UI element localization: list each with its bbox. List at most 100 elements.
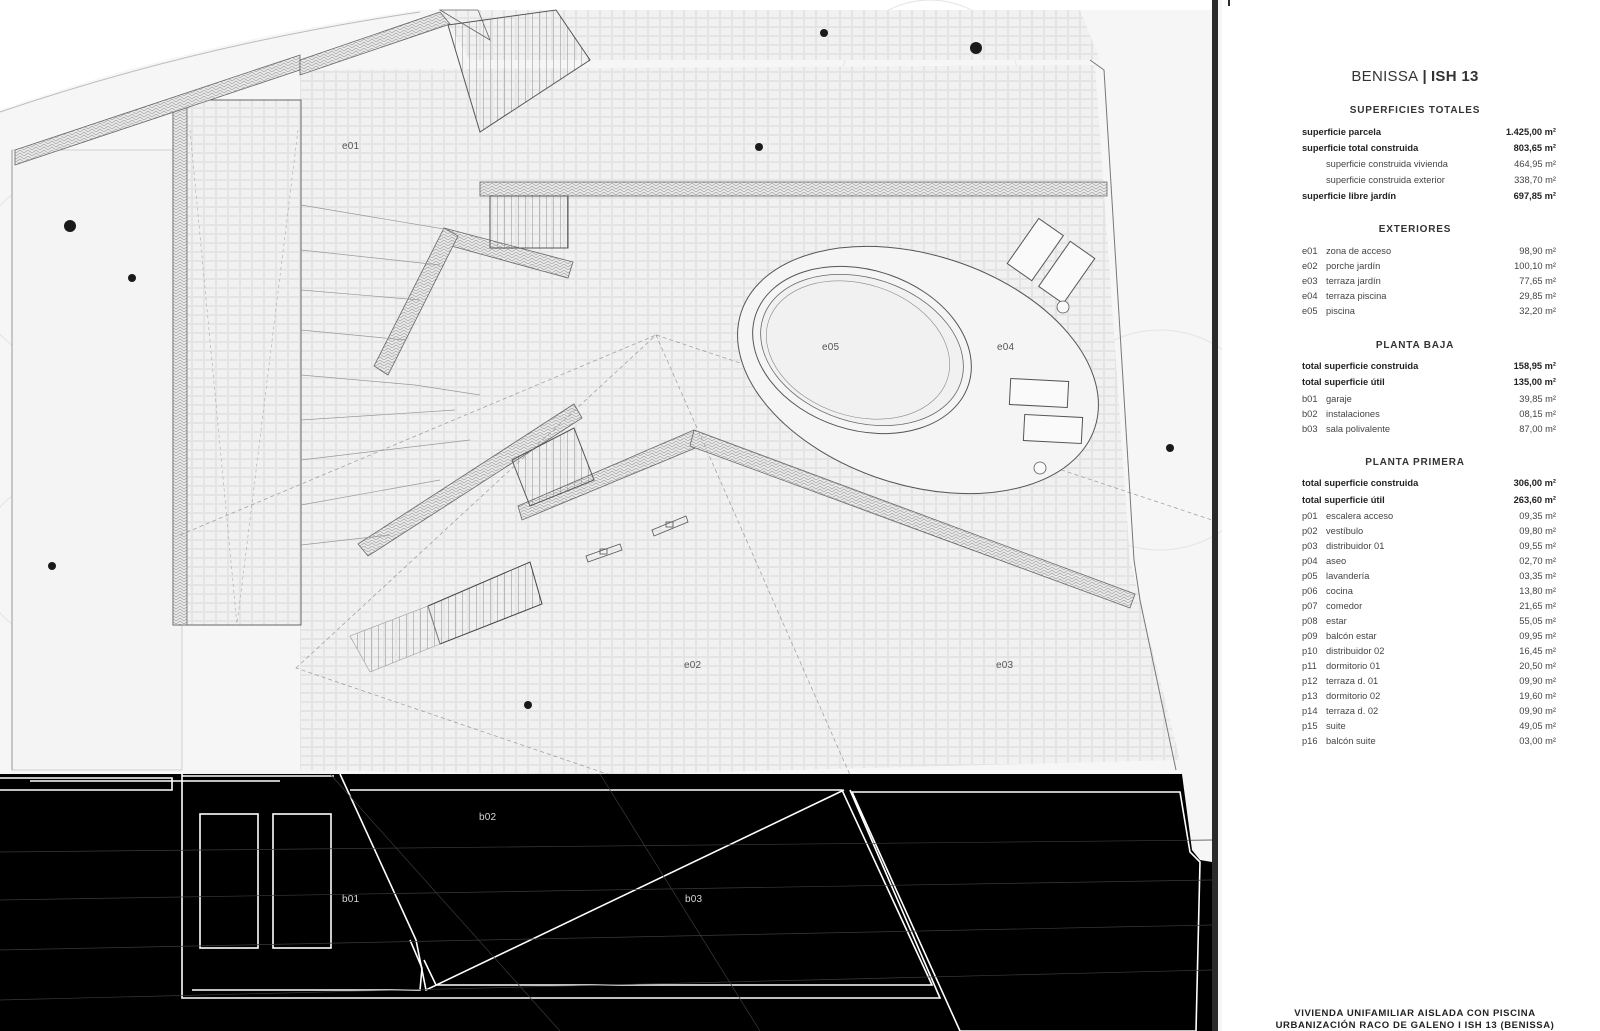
label-e05: e05 <box>822 342 840 353</box>
title-location: BENISSA <box>1351 68 1419 85</box>
heading-planta-primera: PLANTA PRIMERA <box>1365 457 1465 468</box>
row-value: 20,50 m² <box>1519 661 1556 671</box>
row-name: distribuidor 01 <box>1326 541 1385 551</box>
label-e02: e02 <box>684 660 702 671</box>
road-area <box>0 0 1212 110</box>
stairs-mid <box>489 195 569 249</box>
page-title: BENISSA|ISH 13 <box>1230 68 1600 85</box>
row-value: 16,45 m² <box>1519 646 1556 656</box>
row-p03: p03 distribuidor 01 09,55 m² <box>1302 541 1556 555</box>
row-e01: e01 zona de acceso 98,90 m² <box>1302 246 1556 260</box>
row-p08: p08 estar 55,05 m² <box>1302 616 1556 630</box>
row-name: estar <box>1326 616 1347 626</box>
row-p05: p05 lavandería 03,35 m² <box>1302 571 1556 585</box>
row-name: terraza jardín <box>1326 276 1381 286</box>
ground-floor-plan <box>0 774 1212 1031</box>
row-value: 08,15 m² <box>1519 409 1556 419</box>
row-e03: e03 terraza jardín 77,65 m² <box>1302 276 1556 290</box>
row-name: total superficie útil <box>1302 495 1385 505</box>
stairs-lower <box>511 427 595 507</box>
row-e05: e05 piscina 32,20 m² <box>1302 306 1556 320</box>
plan-svg <box>0 0 1222 1031</box>
row-value: 09,90 m² <box>1519 676 1556 686</box>
row-p12: p12 terraza d. 01 09,90 m² <box>1302 676 1556 690</box>
row-name: superficie construida exterior <box>1326 175 1445 185</box>
row-value: 09,55 m² <box>1519 541 1556 551</box>
row-name: terraza piscina <box>1326 291 1387 301</box>
row-value: 158,95 m² <box>1513 361 1556 371</box>
surface-info-panel: BENISSA|ISH 13 SUPERFICIES TOTALES super… <box>1230 0 1600 1031</box>
row-value: 98,90 m² <box>1519 246 1556 256</box>
row-name: escalera acceso <box>1326 511 1394 521</box>
row-code: b01 <box>1302 394 1318 404</box>
row-value: 29,85 m² <box>1519 291 1556 301</box>
row-name: terraza d. 01 <box>1326 676 1379 686</box>
row-code: p10 <box>1302 646 1318 656</box>
row-name: dormitorio 02 <box>1326 691 1381 701</box>
row-name: balcón estar <box>1326 631 1377 641</box>
label-e04: e04 <box>997 342 1015 353</box>
row-name: suite <box>1326 721 1346 731</box>
row-code: p11 <box>1302 661 1317 671</box>
row-p09: p09 balcón estar 09,95 m² <box>1302 631 1556 645</box>
row-name: garaje <box>1326 394 1352 404</box>
row-p13: p13 dormitorio 02 19,60 m² <box>1302 691 1556 705</box>
row-value: 1.425,00 m² <box>1505 127 1556 137</box>
row-name: aseo <box>1326 556 1347 566</box>
row-code: p15 <box>1302 721 1318 731</box>
row-value: 02,70 m² <box>1519 556 1556 566</box>
row-b01: b01 garaje 39,85 m² <box>1302 394 1556 408</box>
row-p10: p10 distribuidor 02 16,45 m² <box>1302 646 1556 660</box>
row-name: sala polivalente <box>1326 424 1391 434</box>
row-code: p09 <box>1302 631 1318 641</box>
row-name: total superficie construida <box>1302 478 1419 488</box>
row-code: p01 <box>1302 511 1318 521</box>
row-superficie-construida-exterior: superficie construida exterior 338,70 m² <box>1302 175 1556 189</box>
row-code: p07 <box>1302 601 1318 611</box>
row-pp-total-util: total superficie útil 263,60 m² <box>1302 495 1556 509</box>
row-e02: e02 porche jardín 100,10 m² <box>1302 261 1556 275</box>
row-superficie-construida-vivienda: superficie construida vivienda 464,95 m² <box>1302 159 1556 173</box>
row-name: dormitorio 01 <box>1326 661 1381 671</box>
row-name: vestíbulo <box>1326 526 1364 536</box>
site-plan-drawing: e01 e02 e03 e04 e05 b01 b02 b03 <box>0 0 1222 1031</box>
row-code: e03 <box>1302 276 1318 286</box>
row-value: 55,05 m² <box>1519 616 1556 626</box>
row-b03: b03 sala polivalente 87,00 m² <box>1302 424 1556 438</box>
row-code: b02 <box>1302 409 1318 419</box>
row-code: p06 <box>1302 586 1318 596</box>
row-value: 87,00 m² <box>1519 424 1556 434</box>
row-value: 21,65 m² <box>1519 601 1556 611</box>
row-value: 803,65 m² <box>1513 143 1556 153</box>
pool-basin <box>760 273 964 427</box>
row-p15: p15 suite 49,05 m² <box>1302 721 1556 735</box>
row-p01: p01 escalera acceso 09,35 m² <box>1302 511 1556 525</box>
row-value: 306,00 m² <box>1513 478 1556 488</box>
row-e04: e04 terraza piscina 29,85 m² <box>1302 291 1556 305</box>
label-b03: b03 <box>685 894 703 905</box>
row-code: e02 <box>1302 261 1318 271</box>
row-name: superficie parcela <box>1302 127 1382 137</box>
row-name: comedor <box>1326 601 1363 611</box>
row-name: lavandería <box>1326 571 1370 581</box>
row-value: 09,35 m² <box>1519 511 1556 521</box>
row-code: e01 <box>1302 246 1318 256</box>
row-name: piscina <box>1326 306 1355 316</box>
row-code: p16 <box>1302 736 1318 746</box>
row-value: 13,80 m² <box>1519 586 1556 596</box>
row-p14: p14 terraza d. 02 09,90 m² <box>1302 706 1556 720</box>
label-b01: b01 <box>342 894 360 905</box>
row-code: p05 <box>1302 571 1318 581</box>
footer-line-1: VIVIENDA UNIFAMILIAR AISLADA CON PISCINA <box>1294 1008 1536 1019</box>
heading-superficies-totales: SUPERFICIES TOTALES <box>1349 105 1481 116</box>
row-pb-total-construida: total superficie construida 158,95 m² <box>1302 361 1556 375</box>
row-name: terraza d. 02 <box>1326 706 1379 716</box>
row-name: total superficie útil <box>1302 377 1385 387</box>
row-p11: p11 dormitorio 01 20,50 m² <box>1302 661 1556 675</box>
row-code: e04 <box>1302 291 1318 301</box>
row-pb-total-util: total superficie útil 135,00 m² <box>1302 377 1556 391</box>
row-pp-total-construida: total superficie construida 306,00 m² <box>1302 478 1556 492</box>
stairs-top <box>447 9 591 133</box>
row-value: 77,65 m² <box>1519 276 1556 286</box>
heading-exteriores: EXTERIORES <box>1378 224 1452 235</box>
